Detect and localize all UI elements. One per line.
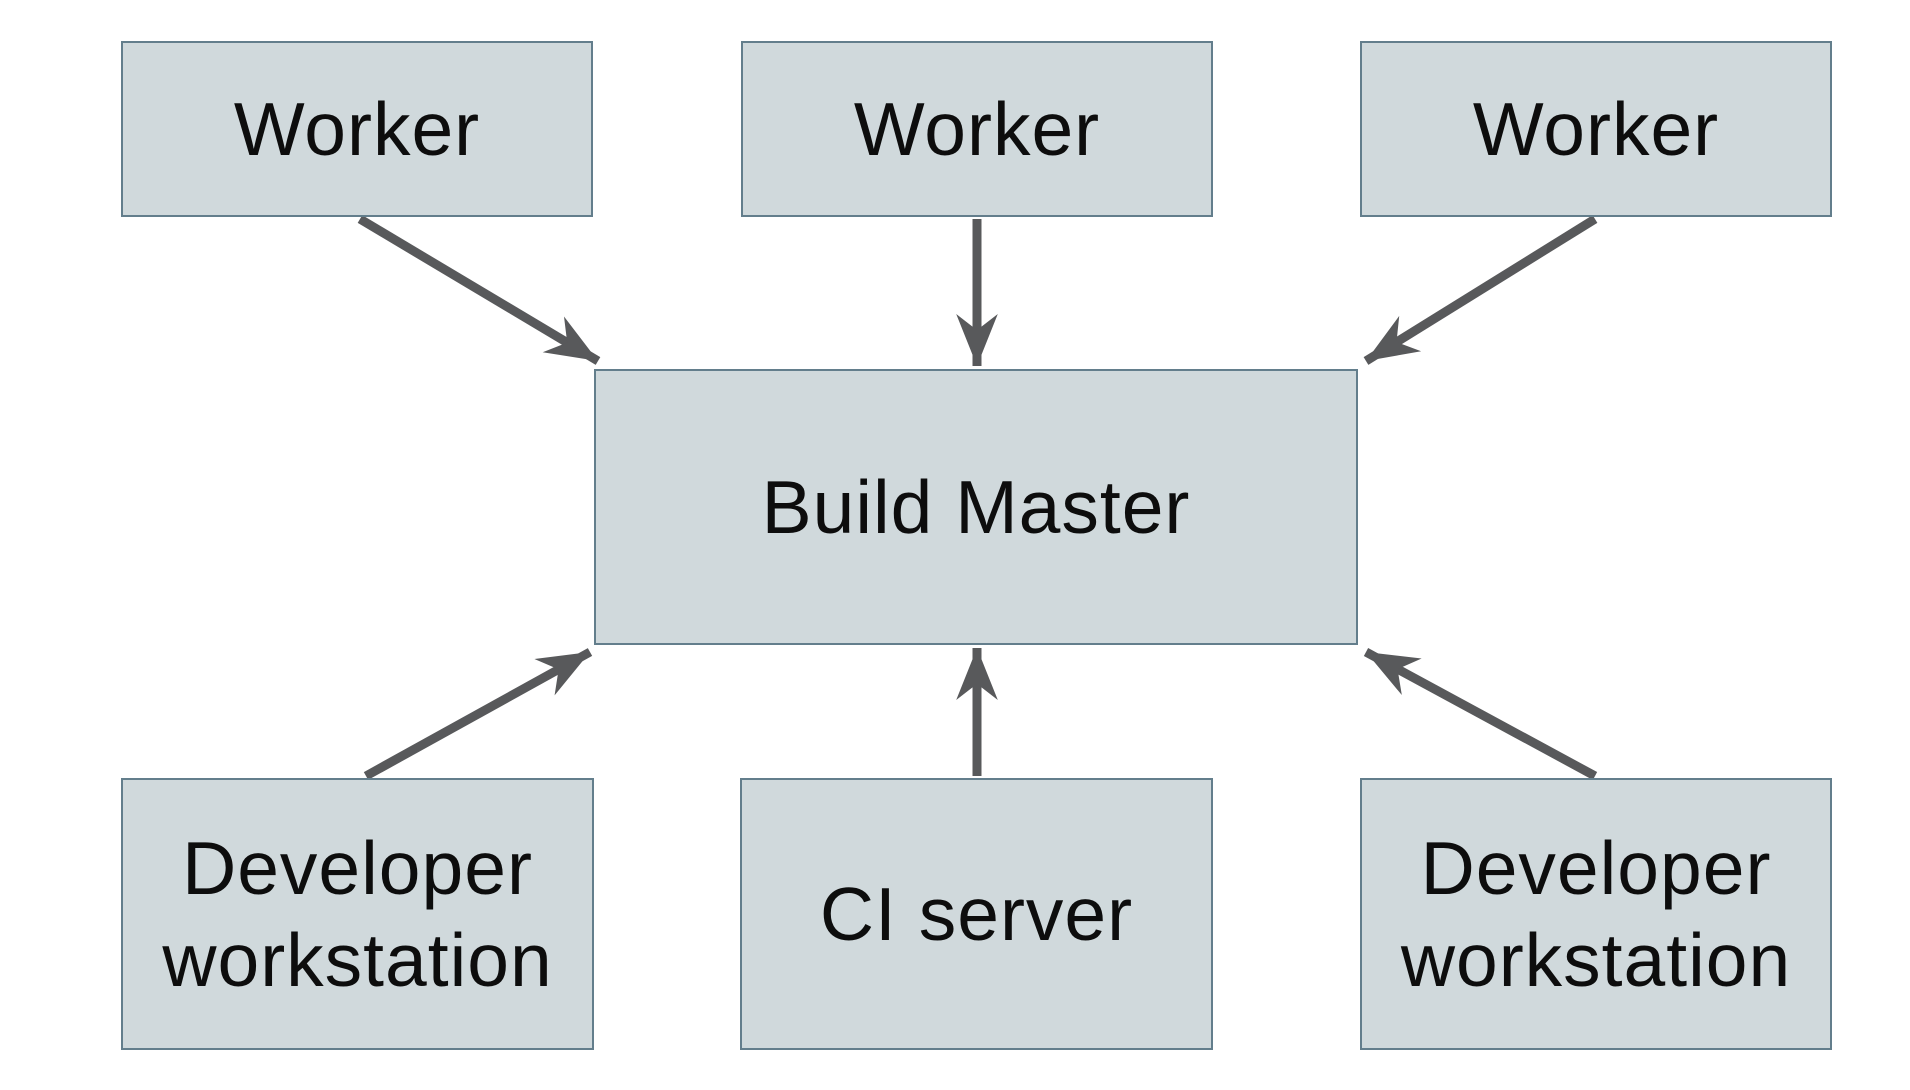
node-build-master: Build Master	[594, 369, 1358, 645]
node-worker-1: Worker	[121, 41, 593, 217]
node-developer-workstation-2: Developer workstation	[1360, 778, 1832, 1050]
node-label: Build Master	[761, 465, 1191, 549]
node-developer-workstation-1: Developer workstation	[121, 778, 594, 1050]
arrow-worker-1-to-build-master	[357, 215, 601, 365]
node-ci-server: CI server	[740, 778, 1213, 1050]
node-worker-3: Worker	[1360, 41, 1832, 217]
node-label: Developer workstation	[162, 826, 553, 1002]
node-label: Worker	[233, 87, 481, 171]
arrow-developer-workstation-1-to-build-master	[363, 648, 593, 780]
node-label: CI server	[819, 872, 1134, 956]
node-label: Worker	[1472, 87, 1720, 171]
arrow-developer-workstation-2-to-build-master	[1363, 648, 1598, 780]
node-label: Worker	[853, 87, 1101, 171]
node-worker-2: Worker	[741, 41, 1213, 217]
node-label: Developer workstation	[1400, 826, 1792, 1002]
arrow-worker-3-to-build-master	[1363, 215, 1598, 365]
